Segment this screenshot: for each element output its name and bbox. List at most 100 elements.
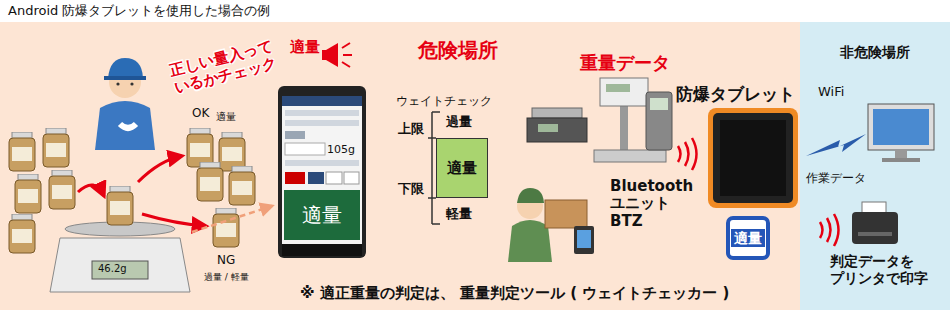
computer [868, 104, 934, 162]
phone [278, 86, 366, 258]
scale [50, 222, 190, 292]
range-label: 軽量 [446, 206, 472, 222]
bluetooth-waves [678, 146, 681, 162]
jars-ok [187, 128, 255, 205]
worker-with-box [577, 230, 591, 248]
scale [50, 238, 190, 292]
printer-waves [827, 218, 831, 242]
phone [282, 96, 362, 106]
jars-left [9, 132, 35, 171]
jars-left [43, 128, 69, 167]
phone [285, 160, 359, 166]
alert-text: 適量 [290, 38, 320, 56]
worker [116, 82, 119, 85]
limit-label: 下限 [398, 181, 424, 197]
phone [285, 172, 305, 184]
footnote: ※ 適正重量の判定は、 重量判定ツール ( ウェイトチェッカー ) [300, 284, 729, 302]
jars-ok [229, 166, 255, 205]
worker-with-box [508, 188, 594, 262]
tablet [720, 120, 786, 196]
printer-waves [834, 214, 839, 246]
megaphone [322, 43, 352, 67]
diagram-title: Android 防爆タブレットを使用した場合の例 [8, 3, 270, 19]
background [0, 22, 800, 310]
weight-check-bracket [428, 197, 436, 199]
printer-waves [820, 222, 823, 238]
worker [95, 58, 155, 150]
phone [308, 172, 324, 184]
zone-heading: 危険場所 [418, 38, 498, 62]
computer [868, 104, 934, 150]
result-label: 適量 [216, 111, 236, 123]
jars-left [49, 170, 75, 209]
worker [120, 124, 136, 128]
printer [852, 202, 898, 244]
phone [326, 172, 342, 184]
worker-with-box [574, 226, 594, 254]
printer [852, 212, 898, 244]
tablet [708, 108, 798, 208]
result-label: NG [217, 253, 235, 267]
worker [95, 101, 155, 150]
device-name: 防爆タブレット [676, 84, 795, 104]
weight-check-bracket [432, 223, 440, 225]
jars-ok [219, 132, 245, 171]
weighing-scales [600, 78, 648, 106]
printer [858, 232, 892, 236]
limit-label: 上限 [398, 121, 424, 137]
scale-display: 46.2g [98, 263, 127, 275]
bluetooth-waves [692, 138, 697, 170]
dashed-arrow [192, 206, 272, 232]
phone [282, 244, 362, 256]
printer-note: 判定データを プリンタで印字 [830, 253, 942, 287]
link-label: 作業データ [806, 171, 866, 185]
section-heading: 重量データ [580, 52, 670, 74]
computer [882, 158, 920, 162]
phone [282, 96, 362, 246]
weighing-scales [538, 124, 558, 132]
wifi-bolt [806, 134, 866, 156]
weight-check-bracket [431, 112, 433, 224]
weighing-scales [594, 150, 666, 162]
megaphone [322, 50, 327, 60]
jars-left [15, 174, 41, 213]
computer [895, 150, 907, 158]
worker-with-box [517, 188, 544, 203]
scale [92, 261, 148, 279]
flow-arrows [142, 214, 206, 226]
phone [285, 110, 359, 116]
weighing-scales [606, 84, 630, 92]
worker [130, 82, 133, 85]
weight-check-bracket [432, 111, 440, 113]
link-label: WiFi [818, 84, 844, 100]
weighing-scales [646, 92, 672, 150]
chart-title: ウェイトチェック [396, 94, 492, 108]
printer-waves [820, 214, 839, 246]
phone [285, 143, 325, 155]
bluetooth-waves [678, 138, 697, 170]
status-icon: 適量 [726, 216, 770, 260]
worker [104, 76, 146, 80]
phone [344, 172, 359, 184]
tablet [708, 108, 798, 208]
jar-on-scale [107, 186, 133, 225]
background [800, 22, 950, 310]
phone [285, 131, 305, 139]
jars-ok [187, 128, 213, 167]
worker [108, 58, 143, 78]
jar-ng [213, 208, 239, 247]
worker-with-box [545, 200, 587, 228]
unit-name: Bluetooth ユニット BTZ [610, 178, 692, 230]
tablet [713, 113, 793, 203]
flow-arrows [78, 185, 104, 196]
node-text: 適量 [302, 203, 342, 227]
weight-check-bracket [428, 137, 436, 139]
jars-ok [197, 162, 223, 201]
range-box: 適量 [436, 138, 488, 198]
weighing-scales [527, 78, 672, 162]
result-label: 過量 / 軽量 [204, 272, 249, 283]
wifi-bolt [806, 134, 866, 156]
megaphone [342, 43, 352, 67]
node-text: 非危険場所 [840, 44, 910, 61]
